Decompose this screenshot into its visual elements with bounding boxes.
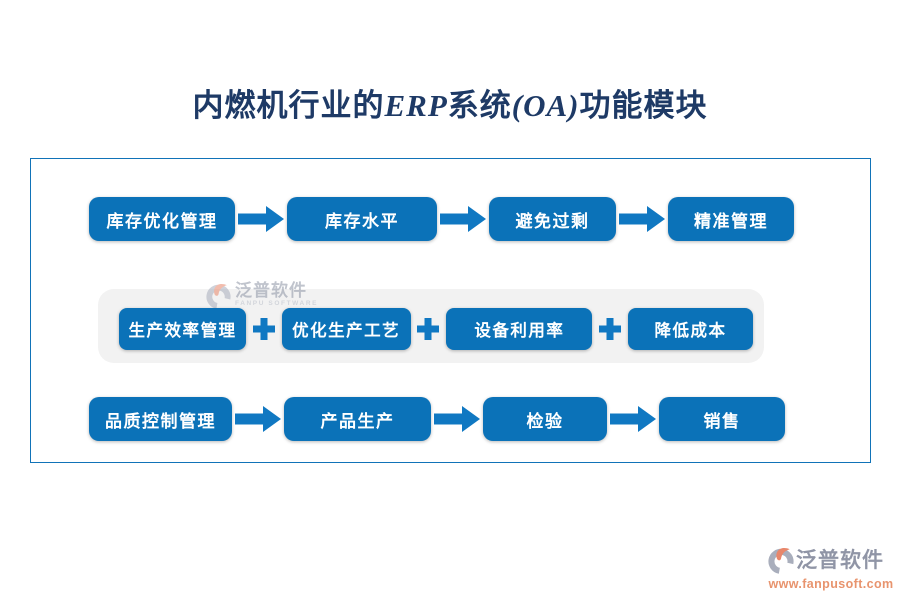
page-title: 内燃机行业的ERP系统(OA)功能模块 — [0, 80, 900, 125]
node-reduce-cost: 降低成本 — [627, 308, 753, 350]
footer-brand-text: 泛普软件 — [796, 548, 884, 572]
watermark-subtext: FANPU SOFTWARE — [235, 300, 319, 307]
arrow-right-icon — [440, 206, 486, 232]
node-inventory-optimization: 库存优化管理 — [89, 197, 235, 241]
node-production-efficiency: 生产效率管理 — [119, 308, 246, 350]
footer-url-text: www.fanpusoft.com — [768, 577, 894, 591]
plus-icon — [599, 318, 622, 340]
arrow-right-icon — [619, 206, 665, 232]
node-inspection: 检验 — [483, 397, 607, 441]
title-oa-text: (OA) — [511, 88, 580, 123]
title-text: 内燃机行业的 — [192, 88, 385, 123]
quality-flow-row: 品质控制管理 产品生产 检验 销售 — [89, 397, 785, 441]
plus-icon — [252, 318, 275, 340]
watermark: 泛普软件 FANPU SOFTWARE — [206, 281, 318, 311]
node-avoid-surplus: 避免过剩 — [489, 197, 616, 241]
node-equipment-utilization: 设备利用率 — [446, 308, 593, 350]
node-quality-control: 品质控制管理 — [89, 397, 232, 441]
arrow-right-icon — [238, 206, 284, 232]
node-product-production: 产品生产 — [284, 397, 431, 441]
title-erp-text: ERP — [384, 88, 448, 123]
arrow-right-icon — [610, 406, 656, 432]
footer-brand: 泛普软件 www.fanpusoft.com — [768, 545, 894, 591]
inventory-flow-row: 库存优化管理 库存水平 避免过剩 精准管理 — [89, 197, 794, 241]
watermark-brand-text: 泛普软件 — [235, 281, 307, 300]
title-suffix-text: 功能模块 — [579, 88, 708, 123]
node-precise-management: 精准管理 — [668, 197, 794, 241]
arrow-right-icon — [235, 406, 281, 432]
fanpu-logo-icon — [206, 284, 231, 309]
plus-icon — [417, 318, 440, 340]
fanpu-logo-icon — [768, 548, 794, 574]
node-inventory-level: 库存水平 — [287, 197, 437, 241]
diagram-frame: 泛普软件 FANPU SOFTWARE 库存优化管理 库存水平 避免过剩 精准管… — [30, 158, 871, 463]
title-system-text: 系统 — [447, 88, 512, 123]
node-sales: 销售 — [659, 397, 785, 441]
production-flow-row: 生产效率管理 优化生产工艺 设备利用率 降低成本 — [119, 308, 753, 350]
arrow-right-icon — [434, 406, 480, 432]
node-optimize-process: 优化生产工艺 — [281, 308, 411, 350]
